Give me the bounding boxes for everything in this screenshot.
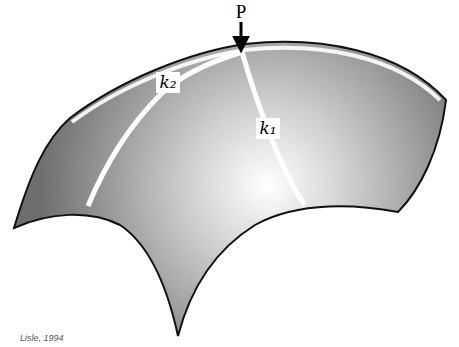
pointer-arrow — [240, 22, 243, 50]
curve-k2 — [88, 52, 242, 206]
curvature-label: k₂ — [156, 72, 179, 93]
surface-patch — [14, 42, 446, 336]
curvature-label: k₁ — [256, 118, 279, 139]
source-caption: Lisle, 1994 — [20, 333, 64, 343]
point-label: P — [236, 2, 247, 21]
rim-highlight — [72, 48, 440, 122]
curve-k1 — [242, 52, 305, 205]
